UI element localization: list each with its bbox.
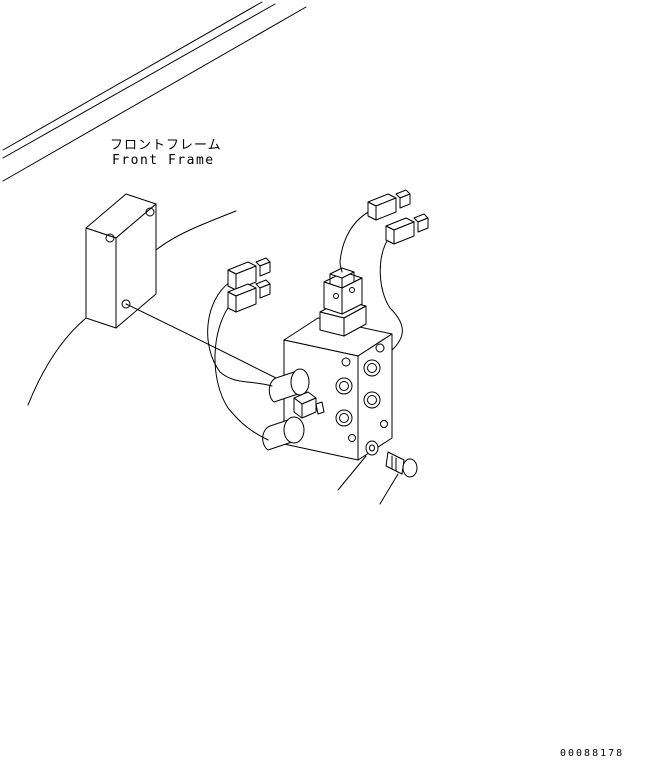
connector-plug [368, 190, 410, 220]
connector-plug [386, 214, 428, 244]
controller-box [86, 194, 156, 328]
valve-port-sensors [263, 369, 324, 450]
mount-hole [106, 234, 114, 242]
wire-harnesses [208, 210, 403, 440]
controller-harness [28, 211, 276, 405]
drawing-number: 00088178 [560, 748, 625, 759]
front-frame-label-en: Front Frame [112, 153, 215, 168]
front-frame-edges [3, 2, 306, 181]
mount-hole [146, 208, 154, 216]
mount-hole [122, 300, 130, 308]
plug-connectors [228, 190, 428, 312]
connector-plug [228, 280, 270, 312]
bolt [386, 452, 417, 477]
leader-lines [338, 456, 398, 504]
solenoid-coil [320, 268, 366, 336]
front-frame-label-jp: フロントフレーム [110, 138, 222, 153]
washer [366, 441, 378, 455]
connector-plug [228, 258, 270, 290]
